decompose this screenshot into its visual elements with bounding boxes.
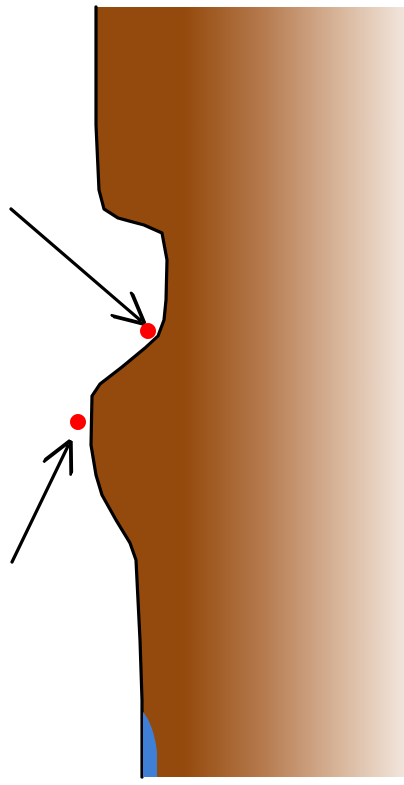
upper-arrow bbox=[11, 209, 140, 320]
lower-marker-dot bbox=[70, 414, 86, 430]
lower-arrow bbox=[12, 446, 68, 562]
upper-marker-dot bbox=[140, 323, 156, 339]
terrain-profile bbox=[91, 7, 404, 777]
